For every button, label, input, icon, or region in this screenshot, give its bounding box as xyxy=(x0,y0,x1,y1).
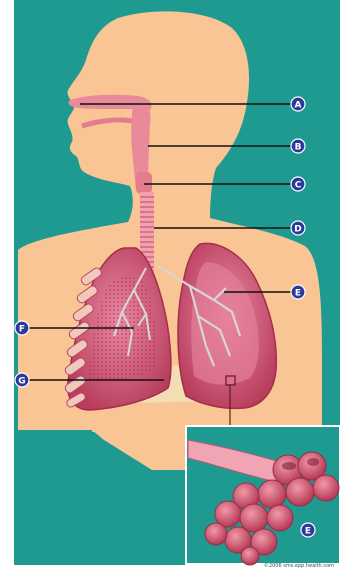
label-G-text: G xyxy=(18,377,25,387)
label-E-alveoli-text: E xyxy=(305,527,311,537)
label-C: C xyxy=(291,177,305,191)
image-credit: ©2006 sms.epp.health.com xyxy=(264,562,334,569)
label-E-lung-text: E xyxy=(295,289,301,299)
larynx xyxy=(136,172,152,194)
label-F: F xyxy=(15,321,29,335)
label-C-text: C xyxy=(295,181,302,191)
label-D: D xyxy=(291,221,305,235)
label-G: G xyxy=(15,373,29,387)
label-E-lung: E xyxy=(291,285,305,299)
label-B-text: B xyxy=(295,143,302,153)
label-A-text: A xyxy=(295,101,302,111)
label-F-text: F xyxy=(19,325,25,335)
label-D-text: D xyxy=(294,225,301,235)
label-A: A xyxy=(291,97,305,111)
label-E-alveoli: E xyxy=(301,523,315,537)
lower-torso xyxy=(92,420,188,432)
label-B: B xyxy=(291,139,305,153)
